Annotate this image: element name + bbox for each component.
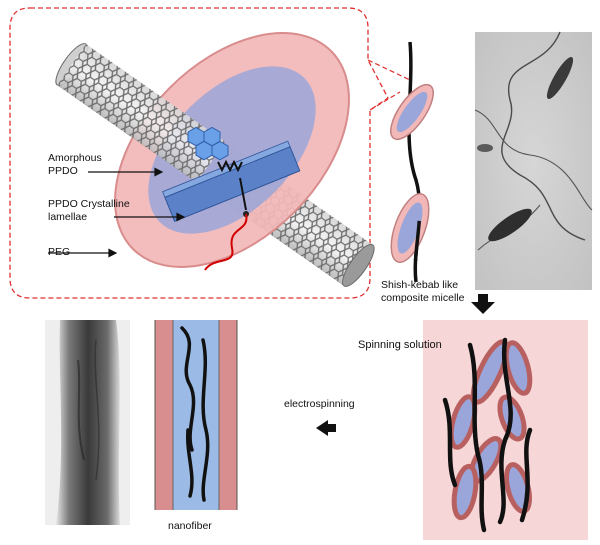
- label-nanofiber: nanofiber: [168, 520, 212, 532]
- polymer-chain: [217, 159, 247, 211]
- tem-micrograph: [474, 31, 593, 290]
- label-micelle-line1: Shish-kebab like: [381, 279, 459, 291]
- label-crystalline-line2: lamellae: [48, 211, 88, 223]
- solution-cnts: [442, 337, 533, 533]
- label-amorphous-line1: Amorphous: [48, 152, 102, 164]
- label-crystalline-line1: PPDO Crystalline: [48, 198, 130, 210]
- nanofiber-tem: [45, 320, 130, 525]
- label-micelle-line2: composite micelle: [381, 292, 465, 304]
- label-spinning-solution: Spinning solution: [358, 339, 442, 351]
- arrow-left-icon: [316, 420, 336, 436]
- label-shish-kebab-micelle: Shish-kebab like composite micelle: [381, 279, 464, 305]
- peg-chain: [204, 213, 248, 271]
- callout-connector-2: [367, 59, 411, 81]
- carbon-nanotube-front: [57, 44, 226, 183]
- label-electrospinning: electrospinning: [284, 398, 355, 410]
- nanofiber-schematic: [154, 320, 238, 510]
- arrow-down-icon: [471, 294, 495, 314]
- label-amorphous-line2: PPDO: [48, 165, 78, 177]
- callout-arrows: [48, 167, 186, 258]
- small-micelle: [390, 41, 434, 283]
- callout-border: [9, 7, 389, 299]
- callout-connector: [369, 91, 401, 111]
- label-peg: PEG: [48, 246, 71, 258]
- pyrene-anchor: [187, 126, 229, 161]
- label-amorphous-ppdo: Amorphous PPDO: [48, 152, 102, 178]
- label-ppdo-crystalline: PPDO Crystalline lamellae: [48, 198, 130, 224]
- spinning-solution-box: [423, 320, 588, 540]
- crystalline-lamellae: [162, 140, 301, 223]
